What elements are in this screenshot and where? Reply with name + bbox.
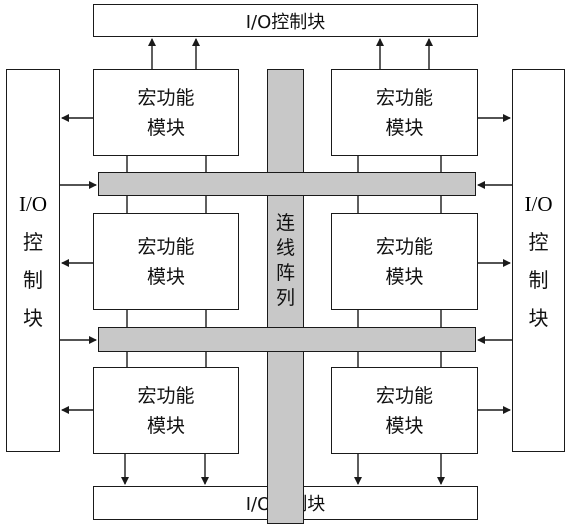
- macro-module-label-line1: 宏功能: [375, 235, 433, 258]
- macro-module-bottom-left: 宏功能 模块: [93, 367, 239, 454]
- macro-module-label-line1: 宏功能: [375, 86, 433, 109]
- macro-module-top-right: 宏功能 模块: [331, 69, 478, 156]
- interconnect-label-char-4: 列: [275, 287, 295, 309]
- io-block-left-line1: I/O: [19, 191, 47, 216]
- interconnect-label-char-1: 连: [275, 212, 295, 234]
- macro-module-label-line2: 模块: [146, 414, 185, 437]
- macro-module-label-line2: 模块: [146, 116, 185, 139]
- interconnect-label-char-2: 线: [275, 237, 295, 259]
- io-block-left-line4: 块: [23, 305, 43, 330]
- io-block-left-line3: 制: [23, 267, 43, 292]
- io-block-left-line2: 控: [23, 229, 43, 254]
- interconnect-label-char-3: 阵: [275, 262, 295, 284]
- io-block-right-line4: 块: [528, 305, 549, 330]
- io-block-right: I/O 控 制 块: [512, 69, 565, 452]
- io-block-top: I/O控制块: [93, 4, 478, 37]
- macro-module-middle-right: 宏功能 模块: [331, 213, 478, 310]
- io-block-right-line3: 制: [528, 267, 549, 292]
- macro-module-bottom-right: 宏功能 模块: [331, 367, 478, 454]
- io-block-right-line1: I/O: [524, 191, 553, 216]
- io-block-right-line2: 控: [528, 229, 549, 254]
- macro-module-label-line2: 模块: [385, 116, 424, 139]
- macro-module-label-line2: 模块: [385, 414, 424, 437]
- interconnect-bar-lower: [98, 327, 476, 352]
- macro-module-label-line1: 宏功能: [137, 235, 195, 258]
- macro-module-label-line1: 宏功能: [137, 384, 195, 407]
- io-block-left: I/O 控 制 块: [6, 69, 60, 452]
- macro-module-middle-left: 宏功能 模块: [93, 213, 239, 310]
- interconnect-array-label: 连 线 阵 列: [267, 206, 304, 316]
- interconnect-array-vertical: [267, 69, 304, 524]
- io-block-top-label: I/O控制块: [245, 11, 326, 33]
- macro-module-label-line2: 模块: [146, 265, 185, 288]
- interconnect-bar-upper: [98, 172, 476, 196]
- macro-module-top-left: 宏功能 模块: [93, 69, 239, 156]
- macro-module-label-line1: 宏功能: [137, 86, 195, 109]
- macro-module-label-line2: 模块: [385, 265, 424, 288]
- macro-module-label-line1: 宏功能: [375, 384, 433, 407]
